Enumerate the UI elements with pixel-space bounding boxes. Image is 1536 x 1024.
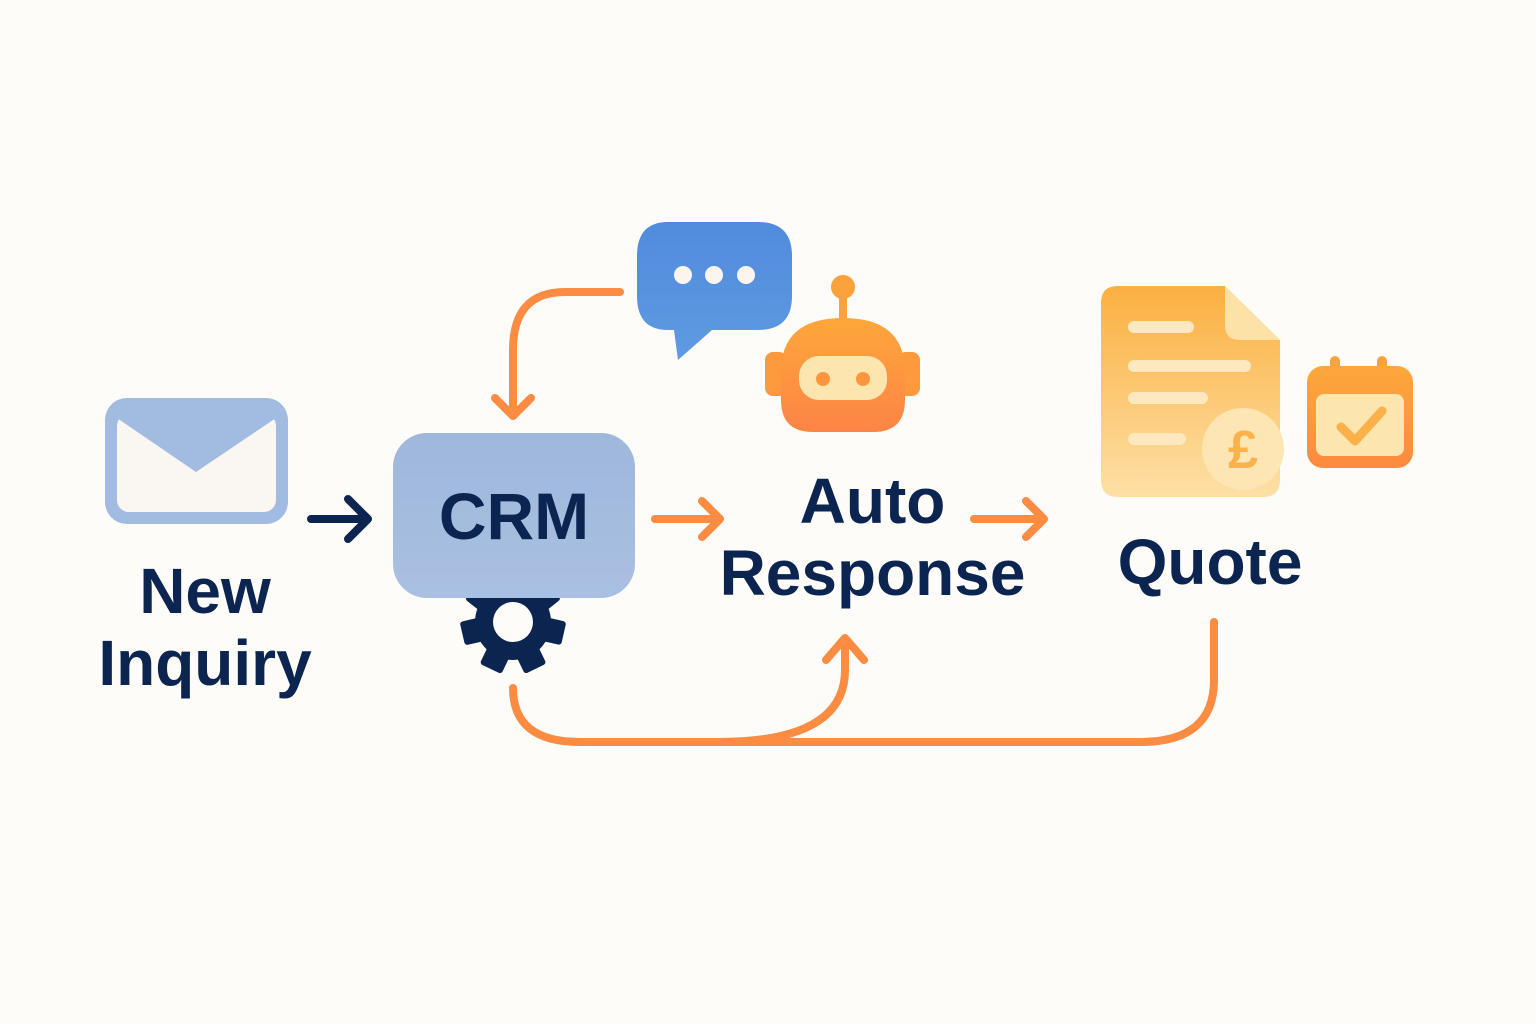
new-inquiry-line1: New — [139, 555, 271, 627]
quote-label: Quote — [1117, 526, 1303, 598]
calendar-check-icon — [1307, 356, 1413, 468]
new-inquiry-label: New Inquiry — [80, 555, 330, 699]
arrow-new-to-crm — [307, 495, 372, 543]
auto-response-line1: Auto — [799, 465, 946, 537]
chat-bubble-icon — [637, 222, 792, 360]
auto-response-label: Auto Response — [700, 465, 1045, 609]
arrow-chat-to-crm — [491, 288, 624, 420]
crm-node: CRM — [393, 433, 635, 598]
robot-icon — [765, 275, 920, 432]
arrow-crm-to-auto-response — [651, 497, 724, 541]
envelope-icon — [105, 398, 288, 524]
invoice-pound-icon: £ — [1101, 286, 1284, 497]
arrow-auto-response-to-quote — [970, 497, 1048, 541]
arrow-loop-to-auto-response — [509, 618, 1218, 746]
crm-label: CRM — [438, 478, 590, 553]
pound-symbol: £ — [1228, 420, 1258, 480]
auto-response-line2: Response — [719, 537, 1026, 609]
new-inquiry-line2: Inquiry — [98, 627, 312, 699]
